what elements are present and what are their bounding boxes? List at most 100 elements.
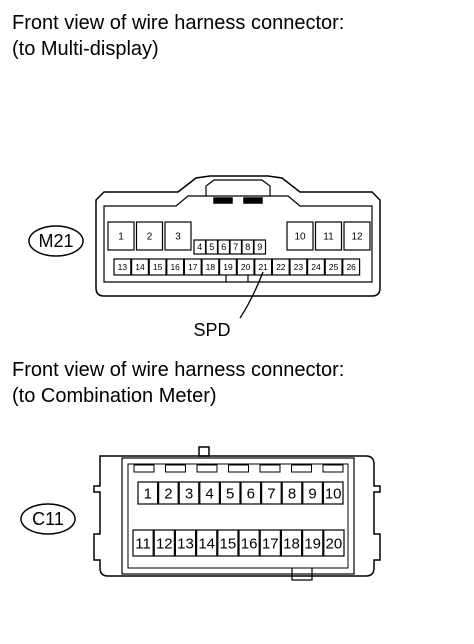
c11-pin-16-label: 16: [241, 535, 258, 552]
m21-pin-1-cell: [107, 221, 135, 251]
c11-pin-3-cell: [178, 481, 200, 505]
c11-caption-line1: Front view of wire harness connector:: [12, 359, 345, 381]
c11-pin-6-cell: [240, 481, 262, 505]
c11-pin-13-label: 13: [177, 535, 194, 552]
c11-pin-16-cell: [238, 529, 260, 557]
c11-pin-2-cell: [158, 481, 179, 505]
c11-pin-15-cell: [217, 529, 239, 557]
c11-pin-3-label: 3: [185, 485, 193, 502]
m21-pin-9-label: 9: [257, 242, 262, 252]
m21-pin-13-cell: [113, 258, 132, 276]
m21-pin-11-label: 11: [323, 232, 334, 243]
c11-bottom-notch: [291, 568, 313, 581]
c11-pin-17-label: 17: [262, 535, 279, 552]
c11-pin-14-cell: [196, 529, 218, 557]
c11-latch-bump: [259, 464, 281, 473]
c11-pin-19-label: 19: [304, 535, 321, 552]
m21-pin-12-cell: [343, 221, 371, 251]
c11-pin-11-cell: [132, 529, 154, 557]
c11-pin-4-label: 4: [205, 485, 213, 502]
c11-latch-bump: [228, 464, 249, 473]
m21-pin-23-label: 23: [294, 262, 304, 272]
c11-latch-bump: [196, 464, 218, 473]
m21-pin-17-cell: [183, 258, 202, 276]
c11-caption: Front view of wire harness connector: (t…: [12, 357, 344, 409]
c11-pin-18-label: 18: [283, 535, 300, 552]
m21-latch-slot-left: [213, 197, 233, 204]
c11-pin-8-cell: [281, 481, 303, 505]
c11-code-label: C11: [32, 509, 64, 529]
c11-pin-13-cell: [174, 529, 197, 557]
c11-pin-10-cell: [322, 481, 344, 505]
c11-pin-7-label: 7: [267, 485, 275, 502]
m21-pin-14-cell: [131, 258, 150, 276]
c11-pin-12-label: 12: [156, 535, 173, 552]
m21-pin-8-label: 8: [245, 242, 250, 252]
m21-pin-18-label: 18: [206, 262, 216, 272]
c11-pin-9-label: 9: [308, 485, 316, 502]
m21-pin-21-cell: [254, 258, 273, 276]
c11-code-badge: [20, 503, 76, 535]
m21-latch-slot-right: [243, 197, 263, 204]
c11-pin-4-cell: [199, 481, 221, 505]
m21-pin-11-cell: [314, 221, 343, 251]
c11-pin-19-cell: [302, 529, 324, 557]
m21-pin-9-cell: [253, 239, 267, 255]
m21-pin-21-label: 21: [258, 262, 268, 272]
c11-pin-7-cell: [261, 481, 282, 505]
m21-pin-15-label: 15: [153, 262, 163, 272]
c11-inner-wall: [121, 457, 355, 575]
c11-pin-5-cell: [219, 481, 241, 505]
m21-pin-22-cell: [271, 258, 290, 276]
c11-pin-15-label: 15: [220, 535, 237, 552]
m21-pin-20-cell: [236, 258, 255, 276]
c11-pin-9-cell: [302, 481, 323, 505]
m21-housing-outline: [95, 175, 381, 297]
m21-pin-5-label: 5: [209, 242, 214, 252]
m21-pin-25-label: 25: [329, 262, 339, 272]
m21-pin-1-label: 1: [118, 232, 124, 243]
m21-pin-3-label: 3: [175, 232, 181, 243]
m21-pin-13-label: 13: [118, 262, 128, 272]
m21-pin-14-label: 14: [135, 262, 145, 272]
m21-caption-line1: Front view of wire harness connector:: [12, 12, 345, 34]
m21-code-label: M21: [38, 231, 73, 251]
m21-pin-20-label: 20: [241, 262, 251, 272]
c11-pin-1-label: 1: [144, 485, 152, 502]
c11-latch-bump: [165, 464, 186, 473]
m21-pin-19-label: 19: [223, 262, 233, 272]
m21-pin-10-label: 10: [294, 232, 306, 243]
c11-pin-10-label: 10: [325, 485, 342, 502]
m21-caption: Front view of wire harness connector: (t…: [12, 10, 344, 62]
m21-pin-10-cell: [286, 221, 314, 251]
c11-latch-bump: [133, 464, 155, 473]
c11-pin-2-label: 2: [164, 485, 172, 502]
m21-pin-26-label: 26: [346, 262, 356, 272]
m21-pin-15-cell: [148, 258, 167, 276]
c11-pin-11-label: 11: [135, 535, 151, 552]
m21-code-badge: [28, 225, 84, 257]
c11-pin-5-label: 5: [226, 485, 234, 502]
m21-pin-22-label: 22: [276, 262, 286, 272]
m21-pin-25-cell: [324, 258, 343, 276]
c11-pin-18-cell: [280, 529, 303, 557]
c11-inner-frame: [127, 463, 349, 569]
c11-housing-outline: [93, 455, 381, 577]
m21-pin-19-cell: [219, 258, 238, 276]
m21-pin-6-label: 6: [221, 242, 226, 252]
c11-latch-bump: [291, 464, 312, 473]
c11-latch-bump: [322, 464, 344, 473]
m21-caption-line2: (to Multi-display): [12, 38, 159, 60]
c11-pin-20-label: 20: [326, 535, 343, 552]
c11-pin-20-cell: [323, 529, 345, 557]
c11-pin-1-cell: [137, 481, 159, 505]
m21-inner-panel: [103, 195, 373, 283]
spd-label: SPD: [193, 320, 230, 340]
m21-pin-3-cell: [164, 221, 192, 251]
c11-top-tab: [198, 446, 210, 457]
spd-leader-line: [239, 271, 264, 319]
m21-pin-4-label: 4: [197, 242, 202, 252]
m21-pin-16-cell: [166, 258, 185, 276]
